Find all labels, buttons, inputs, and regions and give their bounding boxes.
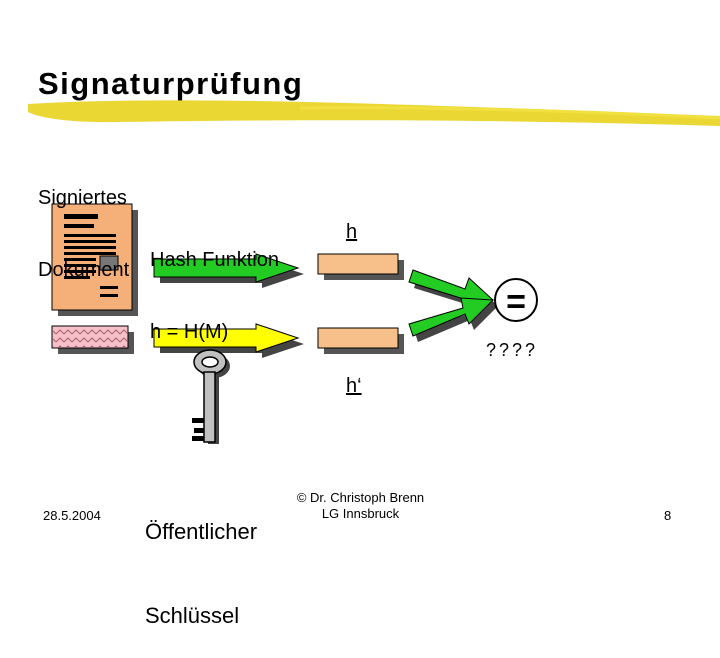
equals-badge: = — [494, 278, 538, 322]
hash-box-h — [317, 253, 404, 280]
equals-sign: = — [506, 283, 526, 321]
slide-title: Signaturprüfung — [38, 66, 304, 101]
hash-function-label: Hash Funktion h = H(M) — [150, 249, 279, 343]
signed-document-label: Signiertes Dokument — [38, 187, 130, 281]
comparison-question: ???? — [486, 340, 539, 360]
diagram-graphics: = — [28, 100, 720, 444]
document-icon — [51, 203, 138, 316]
page-number: 8 — [664, 508, 672, 523]
hash-box-h-prime — [317, 327, 404, 354]
key-icon — [192, 349, 230, 444]
yellow-arrow — [153, 323, 304, 358]
hash-prime-label: h‘ — [346, 375, 362, 397]
copyright-footer: © Dr. Christoph Brenn LG Innsbruck — [296, 490, 425, 521]
green-arrow — [153, 253, 304, 288]
slide-date: 28.5.2004 — [43, 508, 101, 523]
compare-arrow-bottom — [408, 297, 498, 342]
hash-value-label: h — [346, 221, 358, 243]
title-highlight — [28, 100, 720, 126]
signature-strip — [51, 325, 134, 354]
public-key-label: Öffentlicher Schlüssel — [145, 519, 258, 628]
